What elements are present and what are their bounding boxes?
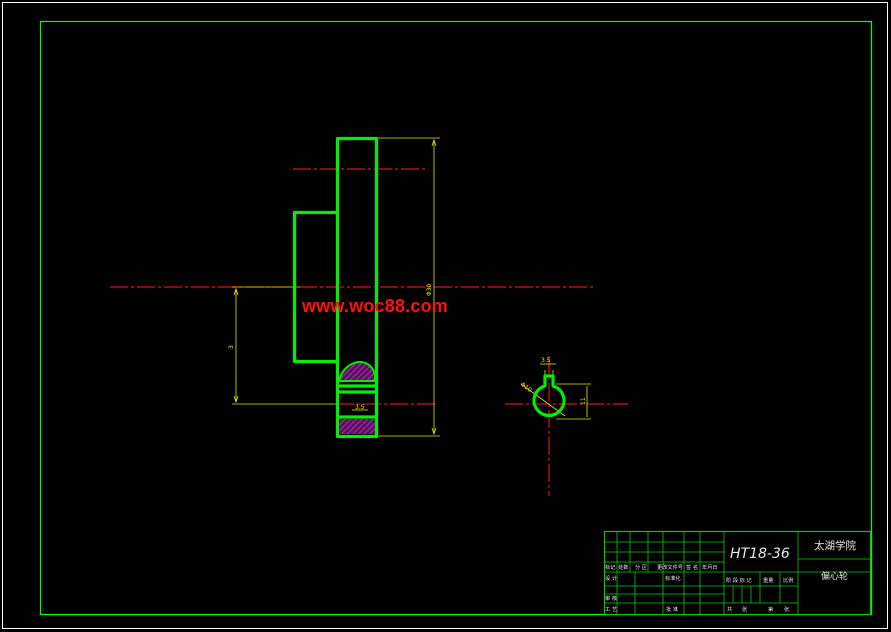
dim-small-note: 3.5 bbox=[355, 404, 365, 411]
tb-design: 设 计 bbox=[605, 574, 617, 582]
dimension-lines bbox=[232, 137, 591, 437]
drawing-number: HT18-36 bbox=[730, 546, 790, 562]
tb-sheet-no: 第 bbox=[768, 605, 773, 613]
tb-signature: 签 名 bbox=[686, 563, 698, 571]
part-outline bbox=[292, 136, 379, 439]
tb-count: 处数 bbox=[618, 563, 629, 571]
keyed-hole bbox=[532, 374, 566, 417]
tb-scale: 比例 bbox=[783, 576, 793, 584]
drawing-frame bbox=[39, 20, 873, 616]
tb-date: 年月日 bbox=[702, 563, 718, 571]
hatch-lower bbox=[339, 419, 375, 434]
tb-standardize: 标准化 bbox=[665, 574, 681, 582]
part-name: 偏心轮 bbox=[821, 570, 848, 582]
centerlines bbox=[110, 168, 628, 496]
dim-keyway-width: 3.5 bbox=[541, 357, 551, 364]
hatch-upper bbox=[337, 360, 376, 382]
tb-zone: 分 区 bbox=[635, 563, 647, 571]
tb-review: 审 核 bbox=[605, 594, 617, 602]
dim-hole-diameter: Φ10 bbox=[519, 381, 533, 394]
tb-stage-mark: 阶 段 标 记 bbox=[726, 576, 752, 584]
title-block: HT18-36 太湖学院 偏心轮 标记 处数 分 区 更改文件号 签 名 年月日… bbox=[603, 530, 872, 616]
tb-total: 共 bbox=[727, 605, 732, 613]
tb-process: 工 艺 bbox=[605, 606, 617, 613]
tb-change-doc: 更改文件号 bbox=[657, 563, 683, 571]
watermark-text: www.woc88.com bbox=[302, 296, 448, 316]
tb-approve: 批 准 bbox=[666, 605, 678, 613]
tb-sheet-unit: 张 bbox=[784, 605, 790, 613]
dim-eccentric-offset: 3 bbox=[228, 345, 235, 349]
school-name: 太湖学院 bbox=[814, 539, 856, 552]
dim-keyway-depth: 11 bbox=[580, 397, 587, 405]
tb-sheets: 张 bbox=[742, 605, 748, 613]
tb-weight: 重量 bbox=[763, 576, 773, 584]
dim-overall-height: Φ30 bbox=[426, 283, 433, 296]
tb-mark: 标记 bbox=[605, 563, 615, 571]
